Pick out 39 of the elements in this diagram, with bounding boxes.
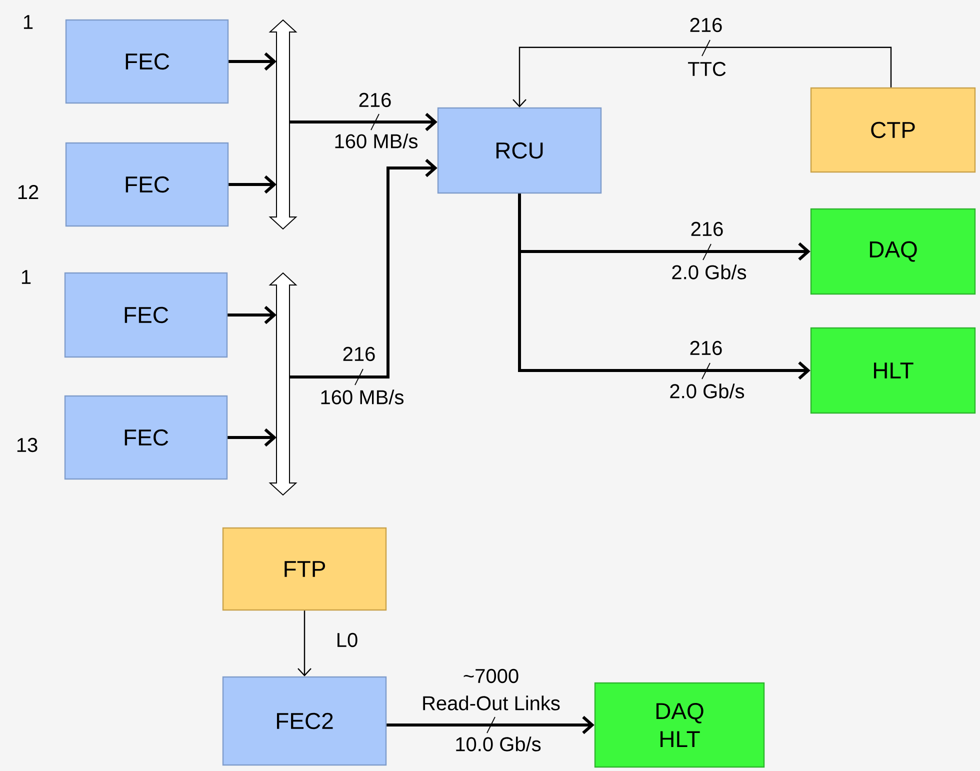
process-box: HLT <box>810 327 976 414</box>
edge-label: ~7000 <box>464 668 518 684</box>
arrow <box>228 306 276 324</box>
arrow <box>518 194 810 380</box>
arrow <box>386 716 594 734</box>
process-box: DAQ HLT <box>594 682 765 768</box>
process-box: FEC <box>64 395 228 480</box>
rate-label: 10.0 Gb/s <box>456 736 541 752</box>
edge-label: L0 <box>338 632 358 648</box>
edge-label: 216 <box>691 222 723 236</box>
rate-label: 2.0 Gb/s <box>670 384 744 398</box>
arrow <box>298 610 312 676</box>
edge-label: 216 <box>359 92 391 108</box>
edge-label: 216 <box>690 340 722 356</box>
process-box: FTP <box>222 527 387 611</box>
process-box: CTP <box>810 87 976 173</box>
box-number: 13 <box>17 438 38 452</box>
box-number: 1 <box>22 270 31 284</box>
rate-label: 2.0 Gb/s <box>672 264 746 280</box>
edge-label: 216 <box>343 346 375 362</box>
rate-label: Read-Out Links <box>423 696 560 710</box>
arrow <box>290 112 438 132</box>
rate-label: TTC <box>688 62 726 76</box>
edge-label: 216 <box>690 18 722 32</box>
process-box: FEC2 <box>222 676 387 766</box>
process-box: FEC <box>65 19 229 104</box>
arrow <box>228 52 276 71</box>
box-number: 12 <box>18 185 38 199</box>
process-box: FEC <box>64 272 228 358</box>
process-box: RCU <box>437 107 602 194</box>
rate-label: 160 MB/s <box>321 390 404 404</box>
process-box: DAQ <box>810 208 976 295</box>
rate-label: 160 MB/s <box>335 134 418 148</box>
arrow <box>228 428 276 447</box>
process-box: FEC <box>65 142 229 227</box>
arrow <box>512 46 892 108</box>
arrow <box>290 158 438 378</box>
box-number: 1 <box>24 15 33 29</box>
arrow <box>228 175 276 194</box>
